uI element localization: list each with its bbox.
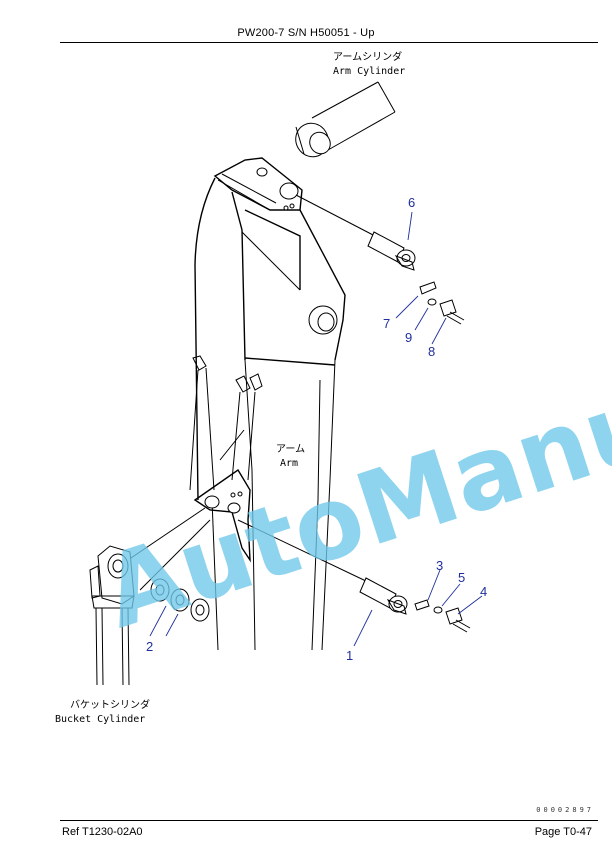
arm-cylinder-label-en: Arm Cylinder — [333, 66, 405, 77]
arm-label-en: Arm — [280, 458, 298, 469]
washers-2 — [150, 578, 210, 622]
footer-rule — [60, 820, 598, 821]
bucket-cylinder — [89, 507, 211, 686]
page-header-title: PW200-7 S/N H50051 - Up — [237, 27, 375, 39]
callout-5: 5 — [458, 570, 465, 585]
callout-8: 8 — [428, 344, 435, 359]
pin-1-assembly — [237, 519, 471, 633]
callout-7: 7 — [383, 316, 390, 331]
bucket-cylinder-label-en: Bucket Cylinder — [55, 714, 145, 725]
arm-cylinder-rod — [295, 81, 396, 158]
callout-2: 2 — [146, 639, 153, 654]
callout-4: 4 — [480, 584, 487, 599]
watermark-logo: AutoManual — [90, 331, 612, 651]
callout-9: 9 — [405, 330, 412, 345]
arm-top-bracket — [213, 157, 303, 211]
bucket-cylinder-label-jp: バケットシリンダ — [70, 698, 150, 711]
callout-3: 3 — [436, 558, 443, 573]
callout-6: 6 — [408, 195, 415, 210]
footer-ref: Ref T1230-02A0 — [62, 826, 143, 838]
header-rule — [60, 42, 598, 43]
arm-cylinder-label-jp: アームシリンダ — [333, 50, 402, 63]
arm-label-jp: アーム — [276, 443, 305, 455]
document-code: 00002897 — [536, 806, 594, 814]
bucket-link — [189, 355, 263, 563]
pin-6-assembly — [295, 194, 465, 325]
footer-page: Page T0-47 — [534, 826, 592, 838]
arm-body — [194, 177, 346, 651]
callout-1: 1 — [346, 648, 353, 663]
leader-lines — [149, 211, 483, 647]
